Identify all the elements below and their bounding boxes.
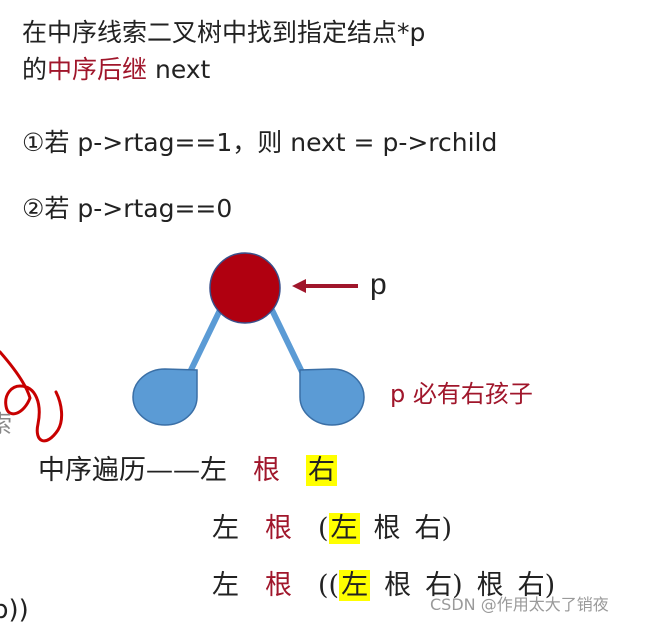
case-1: ①若 p->rtag==1，则 next = p->rchild bbox=[22, 130, 497, 155]
row3-mid-close-paren: ) bbox=[452, 570, 463, 601]
row3-root: 根 bbox=[265, 570, 292, 601]
case-1-text: 若 p->rtag==1，则 next = p->rchild bbox=[44, 128, 498, 157]
row2-sub-right: 右 bbox=[414, 513, 442, 544]
title-highlight: 中序后继 bbox=[47, 55, 148, 84]
traversal-row-2: 左根(左根右) bbox=[212, 513, 453, 544]
left-child-node bbox=[132, 368, 198, 426]
row2-close-paren: ) bbox=[441, 513, 453, 544]
row2-left: 左 bbox=[212, 513, 239, 544]
case-2: ②若 p->rtag==0 bbox=[22, 196, 232, 221]
root-node-p bbox=[209, 252, 281, 324]
cropped-left-char: 索 bbox=[0, 412, 12, 436]
row3-sub-right: 右 bbox=[425, 570, 453, 601]
row1-left: 左 bbox=[200, 455, 227, 486]
row3-outer-right: 右 bbox=[517, 570, 545, 601]
csdn-watermark: CSDN @作用太大了销夜 bbox=[430, 595, 609, 614]
row3-outer-root: 根 bbox=[476, 570, 504, 601]
row1-root: 根 bbox=[253, 455, 280, 486]
row3-close-paren: ) bbox=[544, 570, 556, 601]
row2-sub-left-highlighted: 左 bbox=[328, 513, 360, 544]
traversal-row-1: 中序遍历——左根右 bbox=[38, 455, 337, 486]
traversal-row-3: 左根((左根右)根右) bbox=[212, 570, 556, 601]
pointer-arrow-head bbox=[292, 279, 306, 293]
row2-open-paren: ( bbox=[318, 513, 329, 544]
row3-sub-root: 根 bbox=[384, 570, 412, 601]
case-2-text: 若 p->rtag==0 bbox=[44, 194, 233, 223]
row1-right-highlighted: 右 bbox=[306, 455, 337, 486]
row3-sub-left-highlighted: 左 bbox=[339, 570, 371, 601]
left-edge bbox=[187, 307, 223, 375]
title-line-2: 的中序后继 next bbox=[22, 57, 210, 82]
title-line-2-prefix: 的 bbox=[22, 55, 48, 84]
red-scribble-mark bbox=[0, 350, 64, 443]
row2-root: 根 bbox=[265, 513, 292, 544]
title-line-1: 在中序线索二叉树中找到指定结点*p bbox=[22, 18, 426, 47]
right-child-node bbox=[299, 368, 365, 426]
traversal-heading: 中序遍历—— bbox=[38, 455, 200, 486]
row3-open-parens: (( bbox=[318, 570, 340, 601]
case-2-marker: ② bbox=[22, 194, 45, 223]
case-1-marker: ① bbox=[22, 128, 45, 157]
right-edge bbox=[269, 307, 305, 375]
row2-sub-root: 根 bbox=[373, 513, 401, 544]
right-child-note: p 必有右孩子 bbox=[390, 380, 533, 408]
row3-left: 左 bbox=[212, 570, 239, 601]
pointer-label-p: p bbox=[370, 268, 387, 301]
title-line-2-suffix: next bbox=[147, 55, 211, 84]
cropped-bottom-text: p)) bbox=[0, 595, 29, 625]
